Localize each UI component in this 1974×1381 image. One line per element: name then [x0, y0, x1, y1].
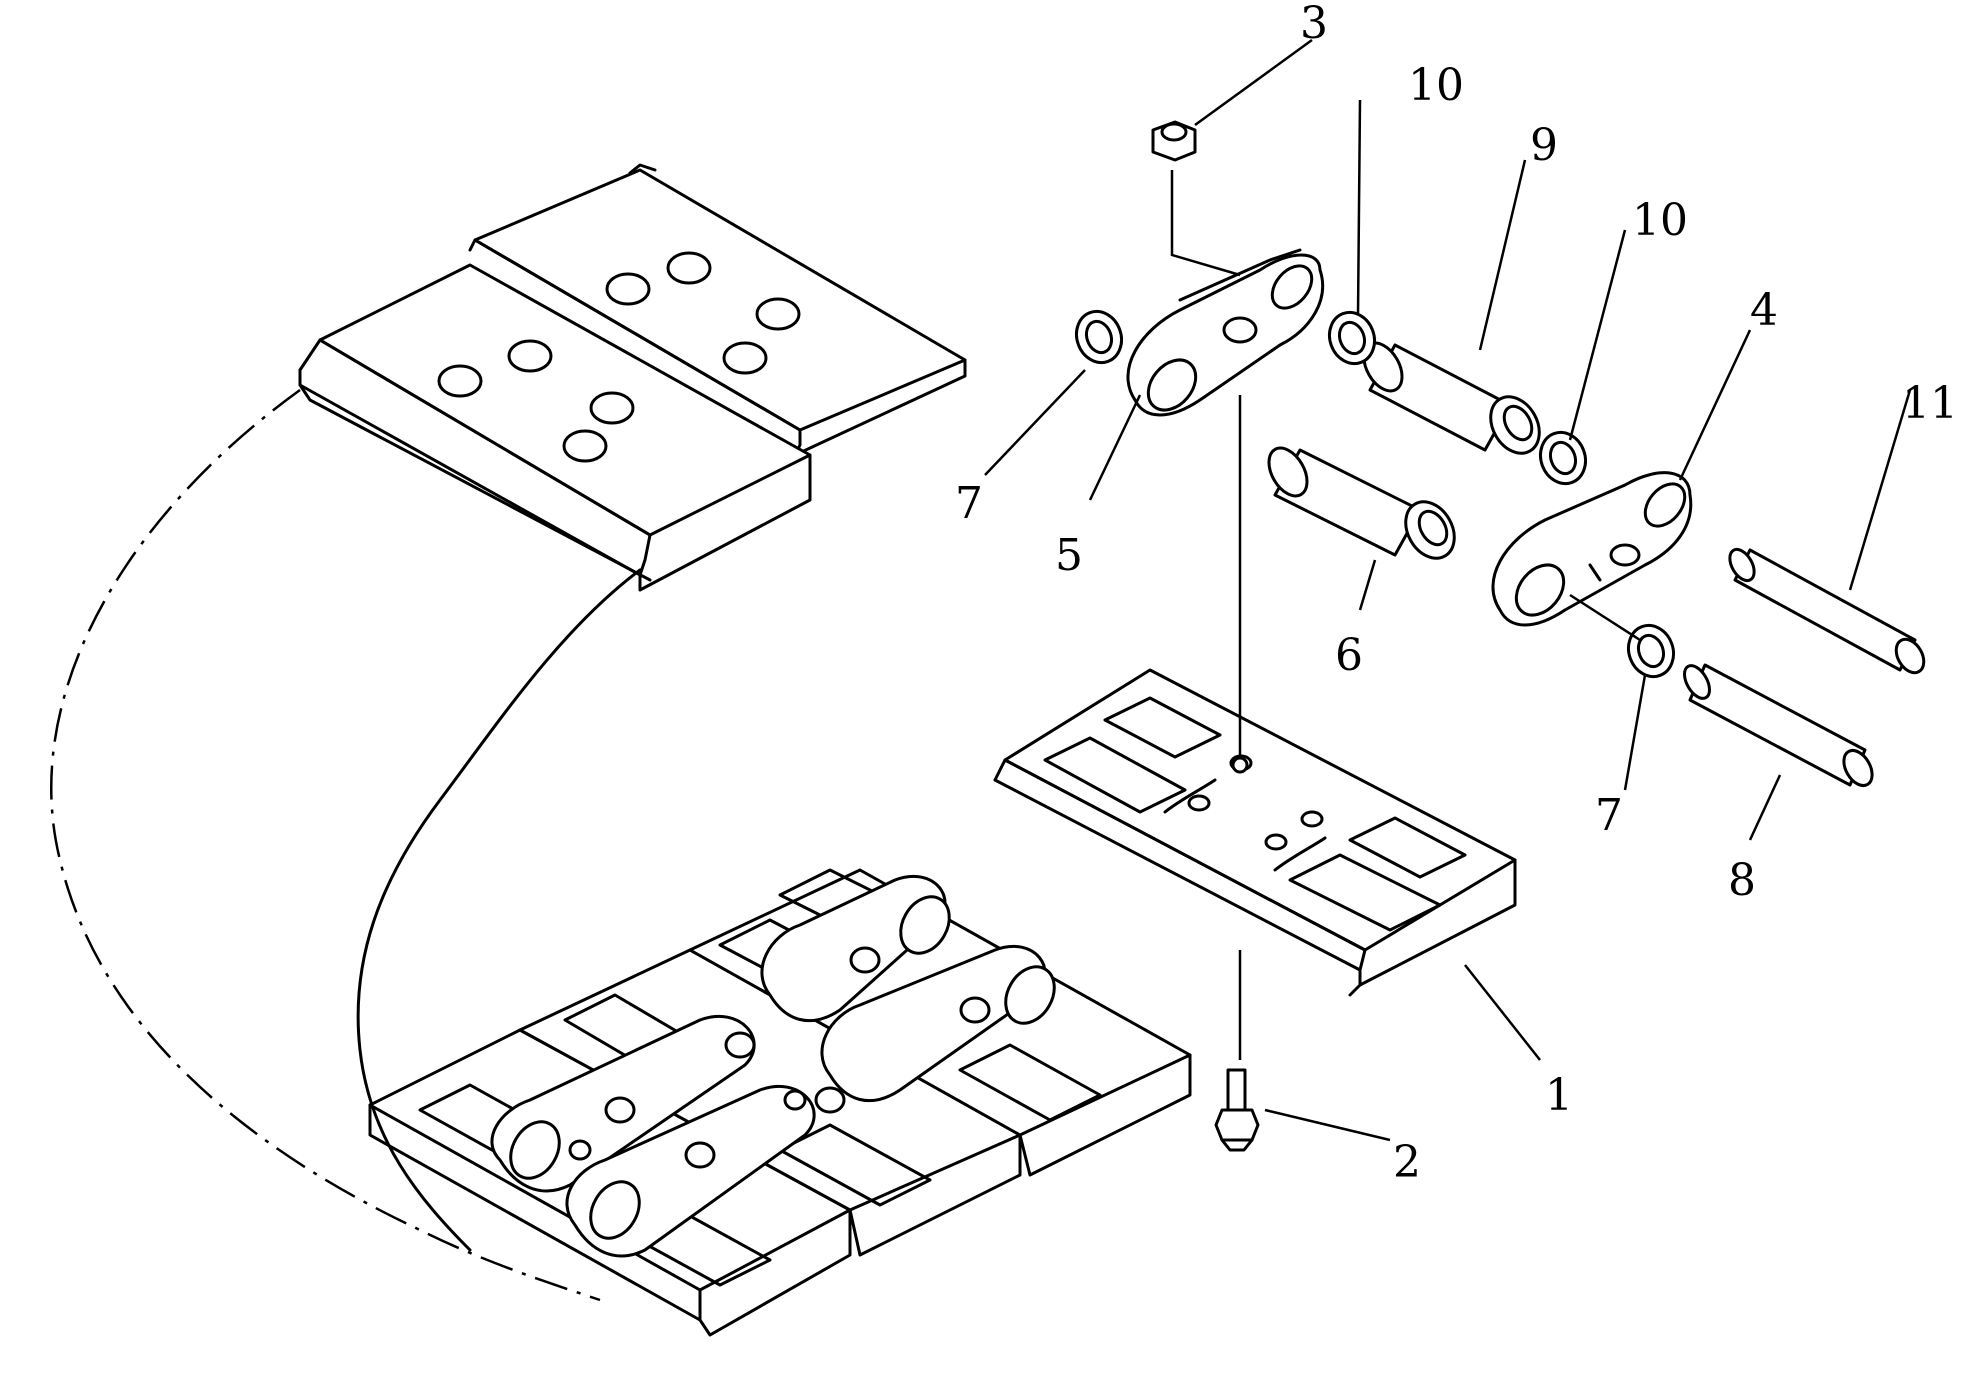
upper-track-shoes — [298, 163, 967, 592]
callout-6: 6 — [1335, 630, 1363, 681]
part-4-link — [1491, 471, 1693, 627]
part-8-pin — [1683, 663, 1874, 788]
callout-7-lower: 7 — [1595, 790, 1623, 841]
callout-labels: 1 2 3 4 5 6 7 7 8 9 10 10 11 — [955, 0, 1958, 1188]
lower-track-shoes — [368, 868, 1192, 1337]
track-loop-outline — [50, 388, 642, 1302]
part-1-track-shoe — [993, 668, 1517, 997]
callout-2: 2 — [1393, 1137, 1421, 1188]
callout-7-upper: 7 — [955, 478, 983, 529]
part-9-bushing — [1362, 341, 1541, 455]
callout-3: 3 — [1300, 0, 1328, 49]
part-7-seal-upper — [1074, 309, 1124, 365]
part-2-bolt — [1214, 1068, 1260, 1152]
callout-8: 8 — [1728, 855, 1756, 906]
callout-9: 9 — [1530, 120, 1558, 171]
part-7-seal-lower — [1626, 623, 1676, 679]
part-10-ring-left — [1327, 310, 1377, 366]
part-6-bushing — [1267, 446, 1456, 560]
callout-11: 11 — [1902, 378, 1958, 429]
callout-10-right: 10 — [1632, 195, 1688, 246]
callout-5: 5 — [1055, 530, 1083, 581]
callout-10-left: 10 — [1408, 60, 1464, 111]
leader-lines — [984, 38, 1912, 1142]
callout-4: 4 — [1750, 285, 1778, 336]
part-10-ring-right — [1538, 430, 1588, 486]
assembly-guide-lines — [1170, 170, 1641, 1060]
part-11-pin — [1728, 547, 1926, 675]
part-5-link — [1126, 248, 1325, 417]
callout-1: 1 — [1545, 1070, 1573, 1121]
part-3-nut — [1151, 120, 1197, 162]
